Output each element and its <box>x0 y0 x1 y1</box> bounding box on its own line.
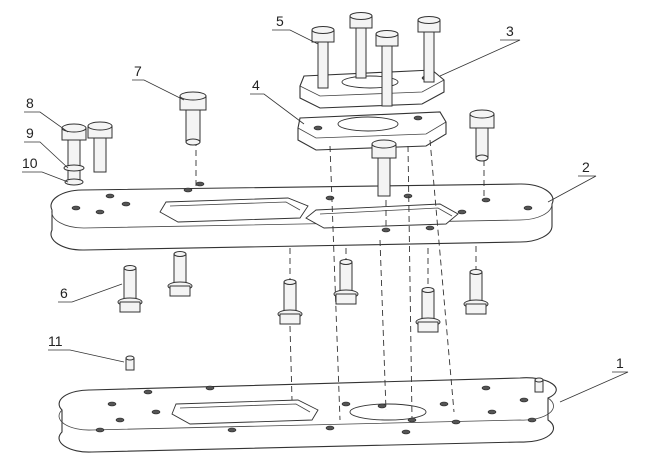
bolt-lower-e <box>415 287 441 333</box>
label-part-5: 5 <box>276 13 284 29</box>
label-part-1: 1 <box>616 355 624 371</box>
bolt-5 <box>311 26 335 89</box>
label-part-2: 2 <box>582 159 590 175</box>
bolt-lower-b <box>167 251 193 297</box>
label-part-3: 3 <box>506 23 514 39</box>
label-part-6: 6 <box>60 285 68 301</box>
bolt-8-assembly <box>61 121 113 186</box>
label-part-8: 8 <box>26 95 34 111</box>
assembly-centerlines <box>181 139 485 421</box>
bolt-flange-lower <box>371 139 397 197</box>
bolt-7 <box>179 91 207 146</box>
label-part-10: 10 <box>22 155 38 171</box>
bolt-right-upper <box>469 109 495 162</box>
bolt-lower-d <box>333 259 359 305</box>
bolt-long-c <box>375 30 399 107</box>
dowel-pin-right <box>534 377 544 393</box>
label-part-9: 9 <box>26 125 34 141</box>
bolt-long-b <box>349 12 373 79</box>
bolt-long-d <box>417 16 441 83</box>
bottom-plate <box>58 377 557 453</box>
dowel-pin-left <box>125 355 135 371</box>
bolt-6 <box>117 265 143 313</box>
label-part-4: 4 <box>252 77 260 93</box>
lower-flange <box>297 111 447 151</box>
label-part-11: 11 <box>48 333 63 349</box>
leader-lines <box>22 29 629 403</box>
middle-plate <box>50 181 554 251</box>
bolt-lower-f <box>463 269 489 315</box>
label-part-7: 7 <box>134 63 142 79</box>
bolt-lower-c <box>277 279 303 325</box>
